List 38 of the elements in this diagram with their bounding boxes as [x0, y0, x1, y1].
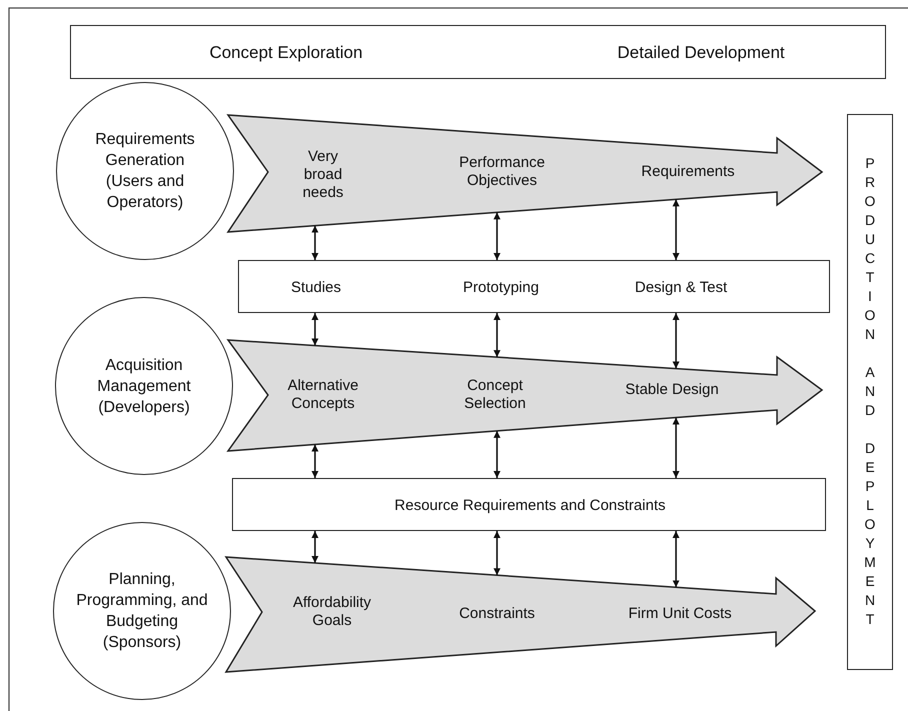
double-arrow: [672, 199, 680, 260]
double-arrow: [312, 444, 318, 478]
production-box: [847, 114, 893, 670]
double-arrow: [494, 430, 500, 478]
stage-label: Very broad needs: [302, 148, 344, 202]
stage-box: [232, 478, 826, 531]
double-arrow: [672, 418, 680, 478]
stage-box: [238, 260, 830, 313]
double-arrow: [672, 313, 680, 369]
organization-label: Planning, Programming, and Budgeting (Sponsors): [75, 570, 209, 653]
double-arrow: [494, 531, 500, 576]
double-arrow: [494, 313, 500, 358]
stage-label: Constraints: [458, 605, 536, 623]
activity-label: Prototyping: [462, 279, 540, 297]
arrow-band: [228, 340, 822, 451]
box-label: Resource Requirements and Constraints: [394, 497, 666, 515]
organization-label: Requirements Generation (Users and Operators): [94, 130, 196, 213]
double-arrow: [312, 313, 318, 346]
arrow-band: [228, 115, 822, 232]
double-arrow: [312, 226, 318, 260]
stage-label: Concept Selection: [463, 377, 527, 413]
stage-label: Alternative Concepts: [286, 377, 360, 413]
activity-label: Design & Test: [634, 279, 728, 297]
organization-label: Acquisition Management (Developers): [96, 356, 192, 418]
double-arrow: [312, 531, 318, 563]
double-arrow: [494, 212, 500, 260]
stage-label: Affordability Goals: [292, 594, 372, 630]
arrow-band: [226, 557, 815, 672]
stage-label: Stable Design: [624, 381, 720, 399]
stage-box: [70, 25, 886, 79]
vertical-label: PRODUCTION AND DEPLOYMENT: [862, 154, 878, 630]
phase-label: Concept Exploration: [208, 44, 364, 62]
double-arrow: [672, 531, 680, 588]
stage-label: Firm Unit Costs: [627, 605, 733, 623]
stage-label: Requirements: [640, 163, 736, 181]
phase-label: Detailed Development: [616, 44, 786, 62]
activity-label: Studies: [290, 279, 342, 297]
stage-label: Performance Objectives: [458, 154, 546, 190]
